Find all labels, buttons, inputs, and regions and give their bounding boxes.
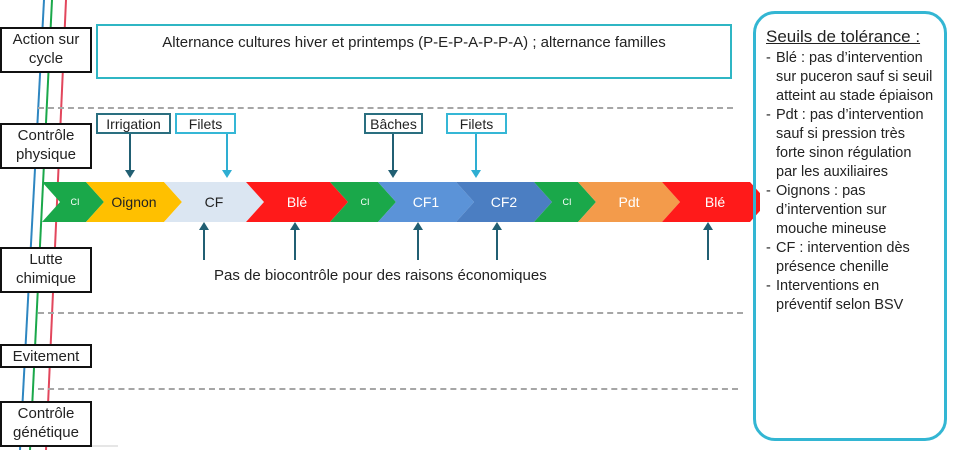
tolerance-title: Seuils de tolérance : — [766, 27, 921, 46]
tag-filets-1: Filets — [175, 113, 236, 134]
tag-irrigation: Irrigation — [96, 113, 171, 134]
down-arrow-irrigation — [125, 134, 135, 178]
rotation-description-box: Alternance cultures hiver et printemps (… — [96, 24, 732, 79]
up-arrow-ble-1 — [290, 222, 300, 260]
tolerance-item-ble: Blé : pas d’intervention sur puceron sau… — [766, 49, 936, 106]
tolerance-list: Blé : pas d’intervention sur puceron sau… — [766, 49, 936, 315]
chevron-pdt-8 — [578, 182, 680, 222]
chevron-label-0: CI — [71, 197, 80, 207]
chevron-label-8: Pdt — [618, 194, 639, 210]
biocontrol-note: Pas de biocontrôle pour des raisons écon… — [214, 267, 547, 284]
rotation-description-text: Alternance cultures hiver et printemps (… — [162, 34, 666, 51]
down-arrow-baches — [388, 134, 398, 178]
tolerance-item-pdt: Pdt : pas d’intervention sauf si pressio… — [766, 106, 936, 182]
separator-2 — [38, 312, 743, 314]
chevron-ci-7 — [534, 182, 596, 222]
chevron-label-3: Blé — [287, 194, 307, 210]
crop-sequence-diagram: CI Oignon CF Blé CI CF1 CF2 CI Pdt Blé — [42, 134, 760, 260]
up-arrow-cf1 — [413, 222, 423, 260]
chevron-ci-4 — [330, 182, 396, 222]
separator-3 — [38, 388, 738, 390]
row-label-action: Action sur cycle — [0, 27, 92, 73]
tolerance-item-preventif: Interventions en préventif selon BSV — [766, 277, 936, 315]
down-arrow-filets-2 — [471, 134, 481, 178]
tag-filets-2: Filets — [446, 113, 507, 134]
tolerance-item-oignons: Oignons : pas d’intervention sur mouche … — [766, 182, 936, 239]
chevron-cf1-5 — [378, 182, 474, 222]
tag-baches: Bâches — [364, 113, 423, 134]
tolerance-item-cf: CF : intervention dès présence chenille — [766, 239, 936, 277]
chevron-cf2-6 — [456, 182, 552, 222]
chevron-ci-0 — [42, 182, 104, 222]
chevron-cf-2 — [164, 182, 264, 222]
row-label-physique: Contrôle physique — [0, 123, 92, 169]
row-label-evitement: Evitement — [0, 344, 92, 368]
chevron-label-5: CF1 — [413, 194, 440, 210]
separator-1 — [38, 107, 733, 109]
up-arrow-cf — [199, 222, 209, 260]
chevron-label-4: CI — [361, 197, 370, 207]
row-label-chimique: Lutte chimique — [0, 247, 92, 293]
chevron-label-9: Blé — [705, 194, 725, 210]
chevron-blé-3 — [246, 182, 348, 222]
chevron-label-6: CF2 — [491, 194, 518, 210]
chevron-label-7: CI — [563, 197, 572, 207]
tolerance-thresholds-panel: Seuils de tolérance : Blé : pas d’interv… — [753, 11, 947, 441]
down-arrow-filets-1 — [222, 134, 232, 178]
chevron-label-2: CF — [205, 194, 224, 210]
chevron-oignon-1 — [86, 182, 182, 222]
chevron-label-1: Oignon — [111, 194, 156, 210]
up-arrow-ble-2 — [703, 222, 713, 260]
row-label-genetique: Contrôle génétique — [0, 401, 92, 447]
chevron-blé-9 — [662, 182, 760, 222]
up-arrow-cf2 — [492, 222, 502, 260]
